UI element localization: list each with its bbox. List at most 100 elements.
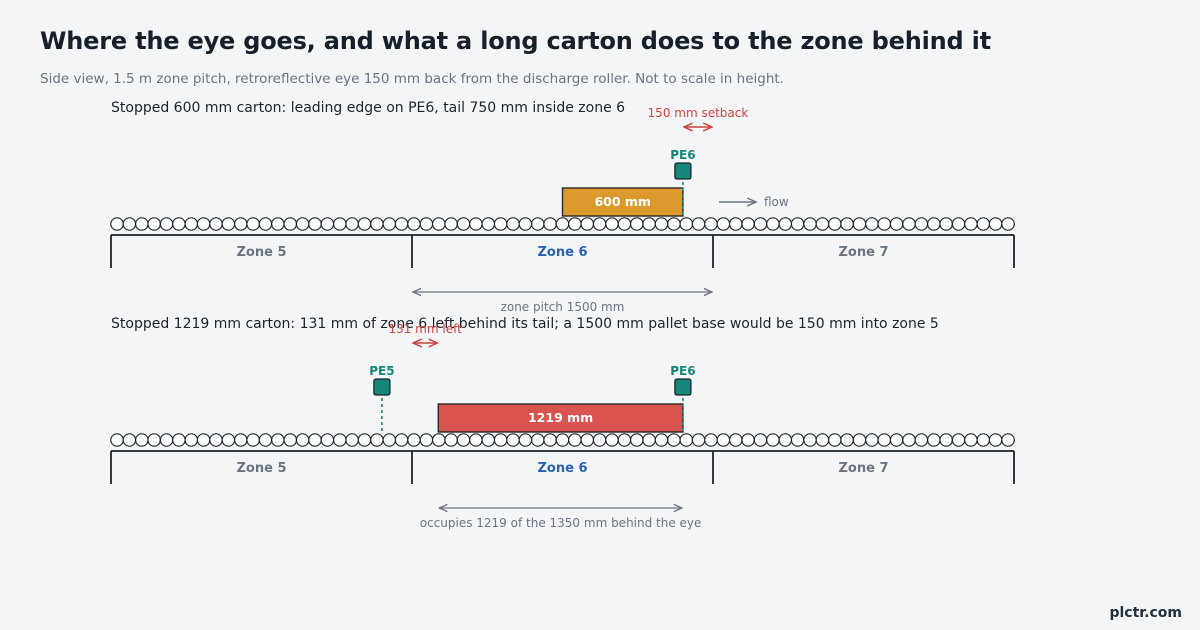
roller (976, 433, 991, 447)
roller (914, 217, 929, 231)
roller (679, 433, 694, 447)
roller (345, 433, 359, 447)
zone-label: Zone 7 (838, 461, 888, 476)
roller (629, 433, 644, 447)
roller (431, 433, 446, 447)
roller (877, 217, 892, 231)
flow-label: flow (764, 195, 789, 209)
roller (679, 217, 694, 231)
roller (852, 217, 867, 231)
roller (654, 433, 669, 447)
roller (865, 217, 879, 231)
roller (308, 433, 322, 447)
roller (345, 217, 359, 231)
roller (1001, 217, 1015, 231)
roller (629, 217, 644, 231)
roller (964, 217, 978, 231)
roller (580, 433, 595, 447)
zone-label: Zone 5 (236, 461, 286, 476)
roller (716, 217, 731, 231)
roller (914, 433, 929, 447)
roller (295, 433, 310, 447)
roller (147, 217, 161, 231)
roller (172, 217, 186, 231)
roller (295, 217, 310, 231)
roller (951, 433, 966, 447)
roller (617, 433, 632, 447)
zone-label: Zone 6 (537, 461, 587, 476)
roller (741, 433, 755, 447)
roller (234, 217, 248, 231)
roller (184, 433, 199, 447)
roller (382, 217, 397, 231)
roller (939, 217, 953, 231)
roller (308, 217, 322, 231)
roller (543, 433, 557, 447)
dimension-label: zone pitch 1500 mm (501, 300, 625, 314)
roller (258, 433, 273, 447)
roller (469, 433, 483, 447)
roller (667, 217, 681, 231)
roller (642, 433, 656, 447)
roller (964, 433, 978, 447)
roller (209, 433, 223, 447)
roller (530, 217, 545, 231)
roller (419, 217, 434, 231)
roller (840, 433, 854, 447)
roller (357, 217, 372, 231)
roller (790, 433, 805, 447)
roller (506, 433, 520, 447)
roller (691, 217, 706, 231)
roller (172, 433, 186, 447)
roller (320, 217, 335, 231)
roller (654, 217, 669, 231)
roller (407, 217, 421, 231)
roller (728, 217, 743, 231)
roller (221, 433, 236, 447)
roller (332, 433, 347, 447)
roller (444, 433, 458, 447)
roller (481, 433, 496, 447)
roller (481, 217, 496, 231)
roller (592, 217, 607, 231)
roller (951, 217, 966, 231)
red-annotation-label: 150 mm setback (648, 106, 749, 120)
roller (691, 433, 706, 447)
photo-eye-icon (674, 162, 692, 180)
roller (370, 217, 384, 231)
roller (704, 217, 718, 231)
roller (803, 433, 817, 447)
photo-eye-icon (674, 378, 692, 396)
roller (221, 217, 236, 231)
page-subtitle: Side view, 1.5 m zone pitch, retroreflec… (40, 71, 784, 87)
page-title: Where the eye goes, and what a long cart… (40, 27, 991, 55)
roller (766, 217, 780, 231)
roller (258, 217, 273, 231)
brand-logo: plctr.com (1109, 605, 1182, 621)
roller (493, 433, 508, 447)
roller (530, 433, 545, 447)
roller (555, 433, 570, 447)
roller (431, 217, 446, 231)
roller (456, 217, 471, 231)
carton (437, 403, 684, 433)
roller (827, 433, 842, 447)
sensor-label: PE5 (369, 364, 394, 378)
roller (283, 217, 298, 231)
roller (753, 217, 768, 231)
roller (741, 217, 755, 231)
roller (493, 217, 508, 231)
roller (320, 433, 335, 447)
roller (184, 217, 199, 231)
roller (122, 433, 137, 447)
sensor-label: PE6 (670, 148, 695, 162)
roller (605, 217, 619, 231)
roller (815, 217, 830, 231)
roller (518, 217, 533, 231)
roller (889, 217, 904, 231)
roller (456, 433, 471, 447)
roller (382, 433, 397, 447)
roller (852, 433, 867, 447)
roller (803, 217, 817, 231)
roller (568, 217, 582, 231)
